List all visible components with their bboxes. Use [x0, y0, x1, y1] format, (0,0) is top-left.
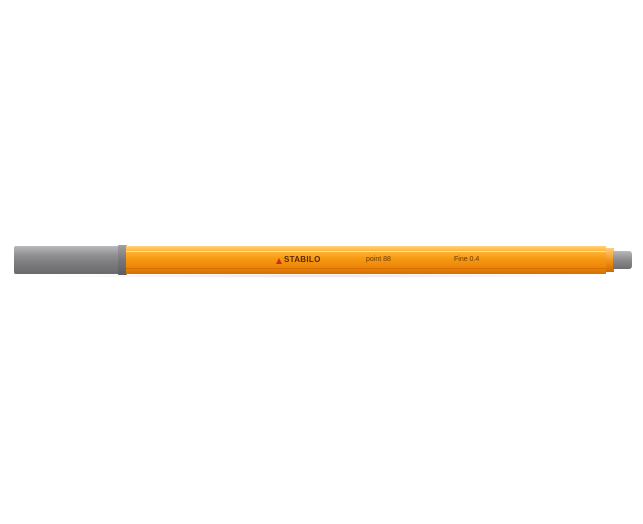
pen-shadow: [16, 274, 616, 278]
barrel-shade: [126, 268, 606, 269]
brand-logo-icon: [276, 258, 282, 264]
brand-text: STABILO: [284, 255, 321, 264]
barrel-highlight: [126, 251, 606, 252]
pen-tip: [613, 251, 632, 269]
fineliner-pen: STABILO point 88 Fine 0.4: [14, 245, 632, 275]
line-width-text: Fine 0.4: [454, 256, 480, 263]
pen-barrel-end: [606, 248, 614, 272]
model-text: point 88: [366, 256, 391, 263]
pen-cap: [14, 246, 120, 274]
pen-cap-ring: [118, 245, 127, 275]
pen-barrel: [126, 246, 606, 274]
